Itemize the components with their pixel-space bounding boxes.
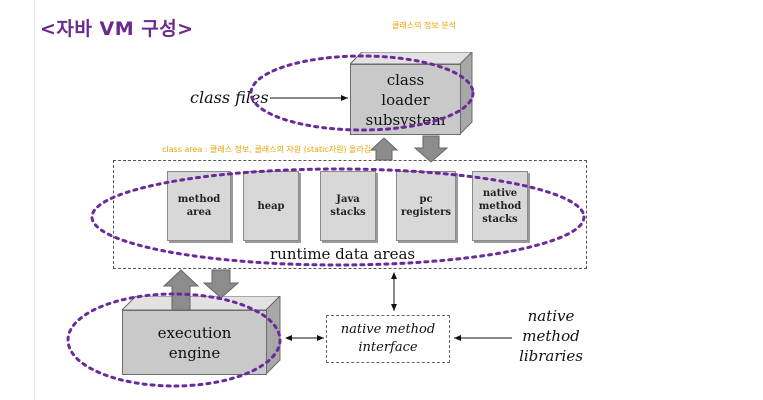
loader-down-arrow [413,135,449,163]
method-area-line1: method [177,194,221,205]
page-left-border [34,0,35,400]
heap-box: heap [243,171,299,241]
page-title: <자바 VM 구성> [40,18,194,40]
execution-engine-line1: execution [157,323,232,342]
nmi-line1: native method [340,322,436,337]
class-files-label: class files [190,88,269,107]
java-stacks-line1: Java [336,194,360,205]
native-stacks-line1: native [482,187,518,199]
libs-line3: libraries [519,347,583,365]
class-loader-line1: class [386,70,425,89]
annotation-ellipse-class-loader [249,54,475,132]
native-stacks-line3: stacks [482,213,518,225]
execution-engine-3d-shape [122,296,281,376]
libs-line2: method [522,327,580,345]
pc-registers-box: pc registers [396,171,456,241]
class-loader-subsystem-box: class loader subsystem [350,52,475,136]
class-loader-line2: loader [381,90,430,109]
pc-registers-line1: pc [419,194,433,205]
annotation-ellipse-runtime [90,167,586,267]
runtime-data-areas-label: runtime data areas [270,245,416,263]
execution-engine-line2: engine [168,343,221,362]
engine-up-arrow [162,269,200,311]
native-method-libraries-label: native method libraries [516,306,586,366]
java-stacks-line2: stacks [330,207,366,218]
annotation-ellipse-execution-engine [66,292,282,388]
method-area-box: method area [167,171,231,241]
native-stacks-line2: method [478,200,522,212]
note-class-info-analysis: 클래스의 정보 분석 [392,21,456,30]
engine-down-arrow [202,269,240,299]
execution-engine-box: execution engine [122,296,282,376]
runtime-data-areas-container [113,160,587,269]
nmi-line2: interface [358,340,418,355]
method-area-line2: area [186,207,212,218]
libs-line1: native [527,307,575,325]
heap-label: heap [257,200,285,212]
pc-registers-line2: registers [401,207,451,218]
native-method-interface-box: native method interface [326,315,450,363]
java-stacks-box: Java stacks [320,171,376,241]
note-class-area: class area : 클래스 정보, 클래스의 자원 (static자원) … [162,145,372,154]
loader-up-arrow [369,137,399,161]
